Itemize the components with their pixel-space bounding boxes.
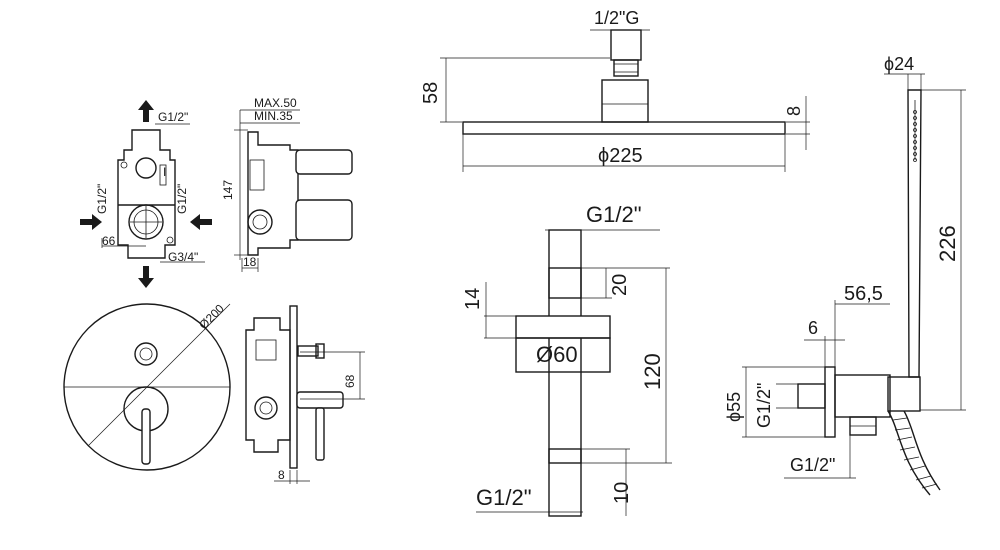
arm-dim-10: 10	[611, 482, 633, 504]
hand-shower-flange: ϕ55	[724, 392, 744, 422]
arrow-left-icon	[190, 214, 212, 230]
mixer-side-view: MAX.50 MIN.35 147 18	[221, 96, 353, 272]
shower-head-thread: 1/2"G	[594, 8, 639, 28]
hand-shower-view: ϕ24 226	[724, 54, 966, 496]
shower-arm-view: G1/2" Ø60 20 14 120 10 G1/2"	[462, 202, 672, 517]
mixer-side-thread-left: G1/2"	[95, 184, 109, 214]
knob-label-1: I	[163, 165, 166, 179]
mixer-min-depth: MIN.35	[254, 109, 293, 123]
arrow-up-icon	[138, 100, 154, 122]
hose-ribs	[892, 417, 938, 489]
plate-thickness-8: 8	[278, 468, 285, 482]
shower-head-height: 58	[420, 82, 442, 104]
hand-shower-thread-side: G1/2"	[754, 383, 774, 428]
plate-diameter: Ø200	[196, 301, 227, 332]
mixer-depth-18: 18	[243, 255, 257, 269]
arm-dim-14: 14	[462, 288, 484, 310]
hand-shower-diameter: ϕ24	[884, 54, 914, 74]
hand-shower-length: 226	[935, 225, 960, 262]
arm-dim-20: 20	[609, 274, 631, 296]
mixer-front-view: I G1/2" G1/2" G1/2" 66 G3/4"	[80, 100, 212, 288]
arrow-down-icon	[138, 266, 154, 288]
mixer-max-depth: MAX.50	[254, 96, 297, 110]
mixer-side-thread-right: G1/2"	[175, 184, 189, 214]
mixer-width-66: 66	[102, 234, 116, 248]
arm-thread-top: G1/2"	[586, 202, 642, 227]
shower-head-diameter: ϕ225	[598, 145, 643, 167]
mixer-outlet-thread: G3/4"	[168, 250, 198, 264]
mixer-height-147: 147	[221, 180, 235, 200]
hand-shower-thread-bottom: G1/2"	[790, 455, 835, 475]
arm-length: 120	[640, 353, 665, 390]
nozzle-dots	[913, 110, 917, 162]
hand-shower-dim-6: 6	[808, 318, 818, 338]
plate-front-view: Ø200	[63, 301, 231, 471]
arrow-right-icon	[80, 214, 102, 230]
arm-flange: Ø60	[536, 342, 578, 367]
plate-side-view: 68 8	[245, 305, 365, 484]
arm-thread-bottom: G1/2"	[476, 485, 532, 510]
shower-head-thickness: 8	[784, 106, 804, 116]
shower-head-view: 1/2"G 58 8 ϕ225	[420, 8, 810, 172]
plate-offset-68: 68	[343, 374, 357, 388]
mixer-inlet-thread: G1/2"	[158, 110, 188, 124]
hand-shower-offset: 56,5	[844, 283, 883, 305]
